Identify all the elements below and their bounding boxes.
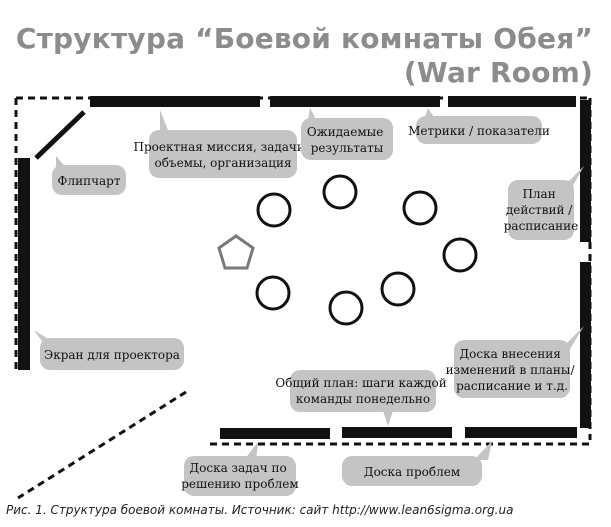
title-line-1: Структура “Боевой комнаты Обея” <box>15 22 593 55</box>
callout-line: команды понедельно <box>296 392 430 406</box>
callout-task-board: Доска задач по решению проблем <box>181 442 299 496</box>
callout-general-plan: Общий план: шаги каждой команды понедель… <box>275 370 450 426</box>
callout-expected-results: Ожидаемые результаты <box>301 108 393 160</box>
room-outline-diagonal <box>17 390 187 500</box>
callout-pointer <box>244 442 258 460</box>
callout-pointer <box>382 408 394 426</box>
callout-line: расписание <box>504 219 579 233</box>
callout-line: объемы, организация <box>154 156 291 170</box>
war-room-diagram: Проектная миссия, задачи, объемы, органи… <box>14 96 592 500</box>
board-right-1 <box>580 100 591 242</box>
title-line-2: (War Room) <box>403 56 593 89</box>
board-left <box>18 158 30 370</box>
callout-box <box>290 370 436 412</box>
svg-text:Доска проблем: Доска проблем <box>364 465 460 479</box>
callout-line: План <box>522 187 555 201</box>
board-right-2 <box>580 262 591 428</box>
board-top-3 <box>448 96 576 107</box>
seat <box>442 237 478 273</box>
callout-flipchart: Флипчарт <box>52 156 126 195</box>
callout-line: изменений в планы/ <box>446 363 576 377</box>
seats <box>255 174 478 326</box>
svg-text:Экран для проектора: Экран для проектора <box>44 348 180 362</box>
figure-caption: Рис. 1. Структура боевой комнаты. Источн… <box>6 503 514 517</box>
pentagon-seat <box>217 234 255 270</box>
callout-line: Проектная миссия, задачи, <box>134 140 309 154</box>
callout-pointer <box>474 441 492 460</box>
callout-change-board: Доска внесения изменений в планы/ распис… <box>446 326 584 398</box>
seat <box>380 271 416 307</box>
callout-problem-board: Доска проблем <box>342 441 492 486</box>
callout-box <box>52 165 126 195</box>
svg-text:Доска внесения изменений: Доска внесения изменений в планы/ распис… <box>446 347 579 393</box>
callout-line: Экран для проектора <box>44 348 180 362</box>
svg-text:План действий / ра: План действий / расписание <box>504 187 579 233</box>
callout-line: решению проблем <box>181 477 299 491</box>
board-top-2 <box>270 96 440 107</box>
callout-metrics: Метрики / показатели <box>408 108 550 144</box>
svg-text:Метрики / показатели: Метрики / показатели <box>408 124 550 138</box>
boards <box>18 96 591 439</box>
callout-box <box>342 456 482 486</box>
callout-line: Метрики / показатели <box>408 124 550 138</box>
callout-project-mission: Проектная миссия, задачи, объемы, органи… <box>134 110 313 178</box>
callout-line: Ожидаемые <box>307 125 384 139</box>
callout-line: Флипчарт <box>58 174 121 188</box>
svg-text:Общий план: шаги каждой: Общий план: шаги каждой команды понедель… <box>275 376 450 406</box>
seat <box>322 174 358 210</box>
svg-text:Флипчарт: Флипчарт <box>58 174 121 188</box>
seat <box>255 275 291 311</box>
callout-line: результаты <box>311 141 384 155</box>
callout-box <box>40 338 184 370</box>
seat <box>256 192 292 228</box>
board-bottom-2 <box>342 427 452 438</box>
board-bottom-1 <box>220 428 330 439</box>
svg-text:Доска задач по решению п: Доска задач по решению проблем <box>181 461 299 491</box>
board-bottom-3 <box>465 427 577 438</box>
callout-box <box>301 118 393 160</box>
board-top-1 <box>90 96 260 107</box>
callout-box <box>149 130 297 178</box>
callout-action-plan: План действий / расписание <box>504 166 584 240</box>
svg-text:Ожидаемые результаты: Ожидаемые результаты <box>307 125 387 155</box>
callout-box <box>184 456 296 496</box>
callout-line: Доска проблем <box>364 465 460 479</box>
callout-line: Общий план: шаги каждой <box>275 376 446 390</box>
callout-projector-screen: Экран для проектора <box>34 330 184 370</box>
callout-box <box>508 180 574 240</box>
seat <box>402 190 438 226</box>
callout-line: Доска задач по <box>189 461 286 475</box>
callout-line: расписание и т.д. <box>456 379 568 393</box>
callout-line: действий / <box>506 203 573 217</box>
callout-box <box>416 116 542 144</box>
callout-line: Доска внесения <box>459 347 560 361</box>
callout-box <box>454 340 570 398</box>
seat <box>328 290 364 326</box>
svg-text:Проектная миссия, задачи,: Проектная миссия, задачи, объемы, органи… <box>134 140 313 170</box>
flipchart-stand <box>34 110 86 160</box>
